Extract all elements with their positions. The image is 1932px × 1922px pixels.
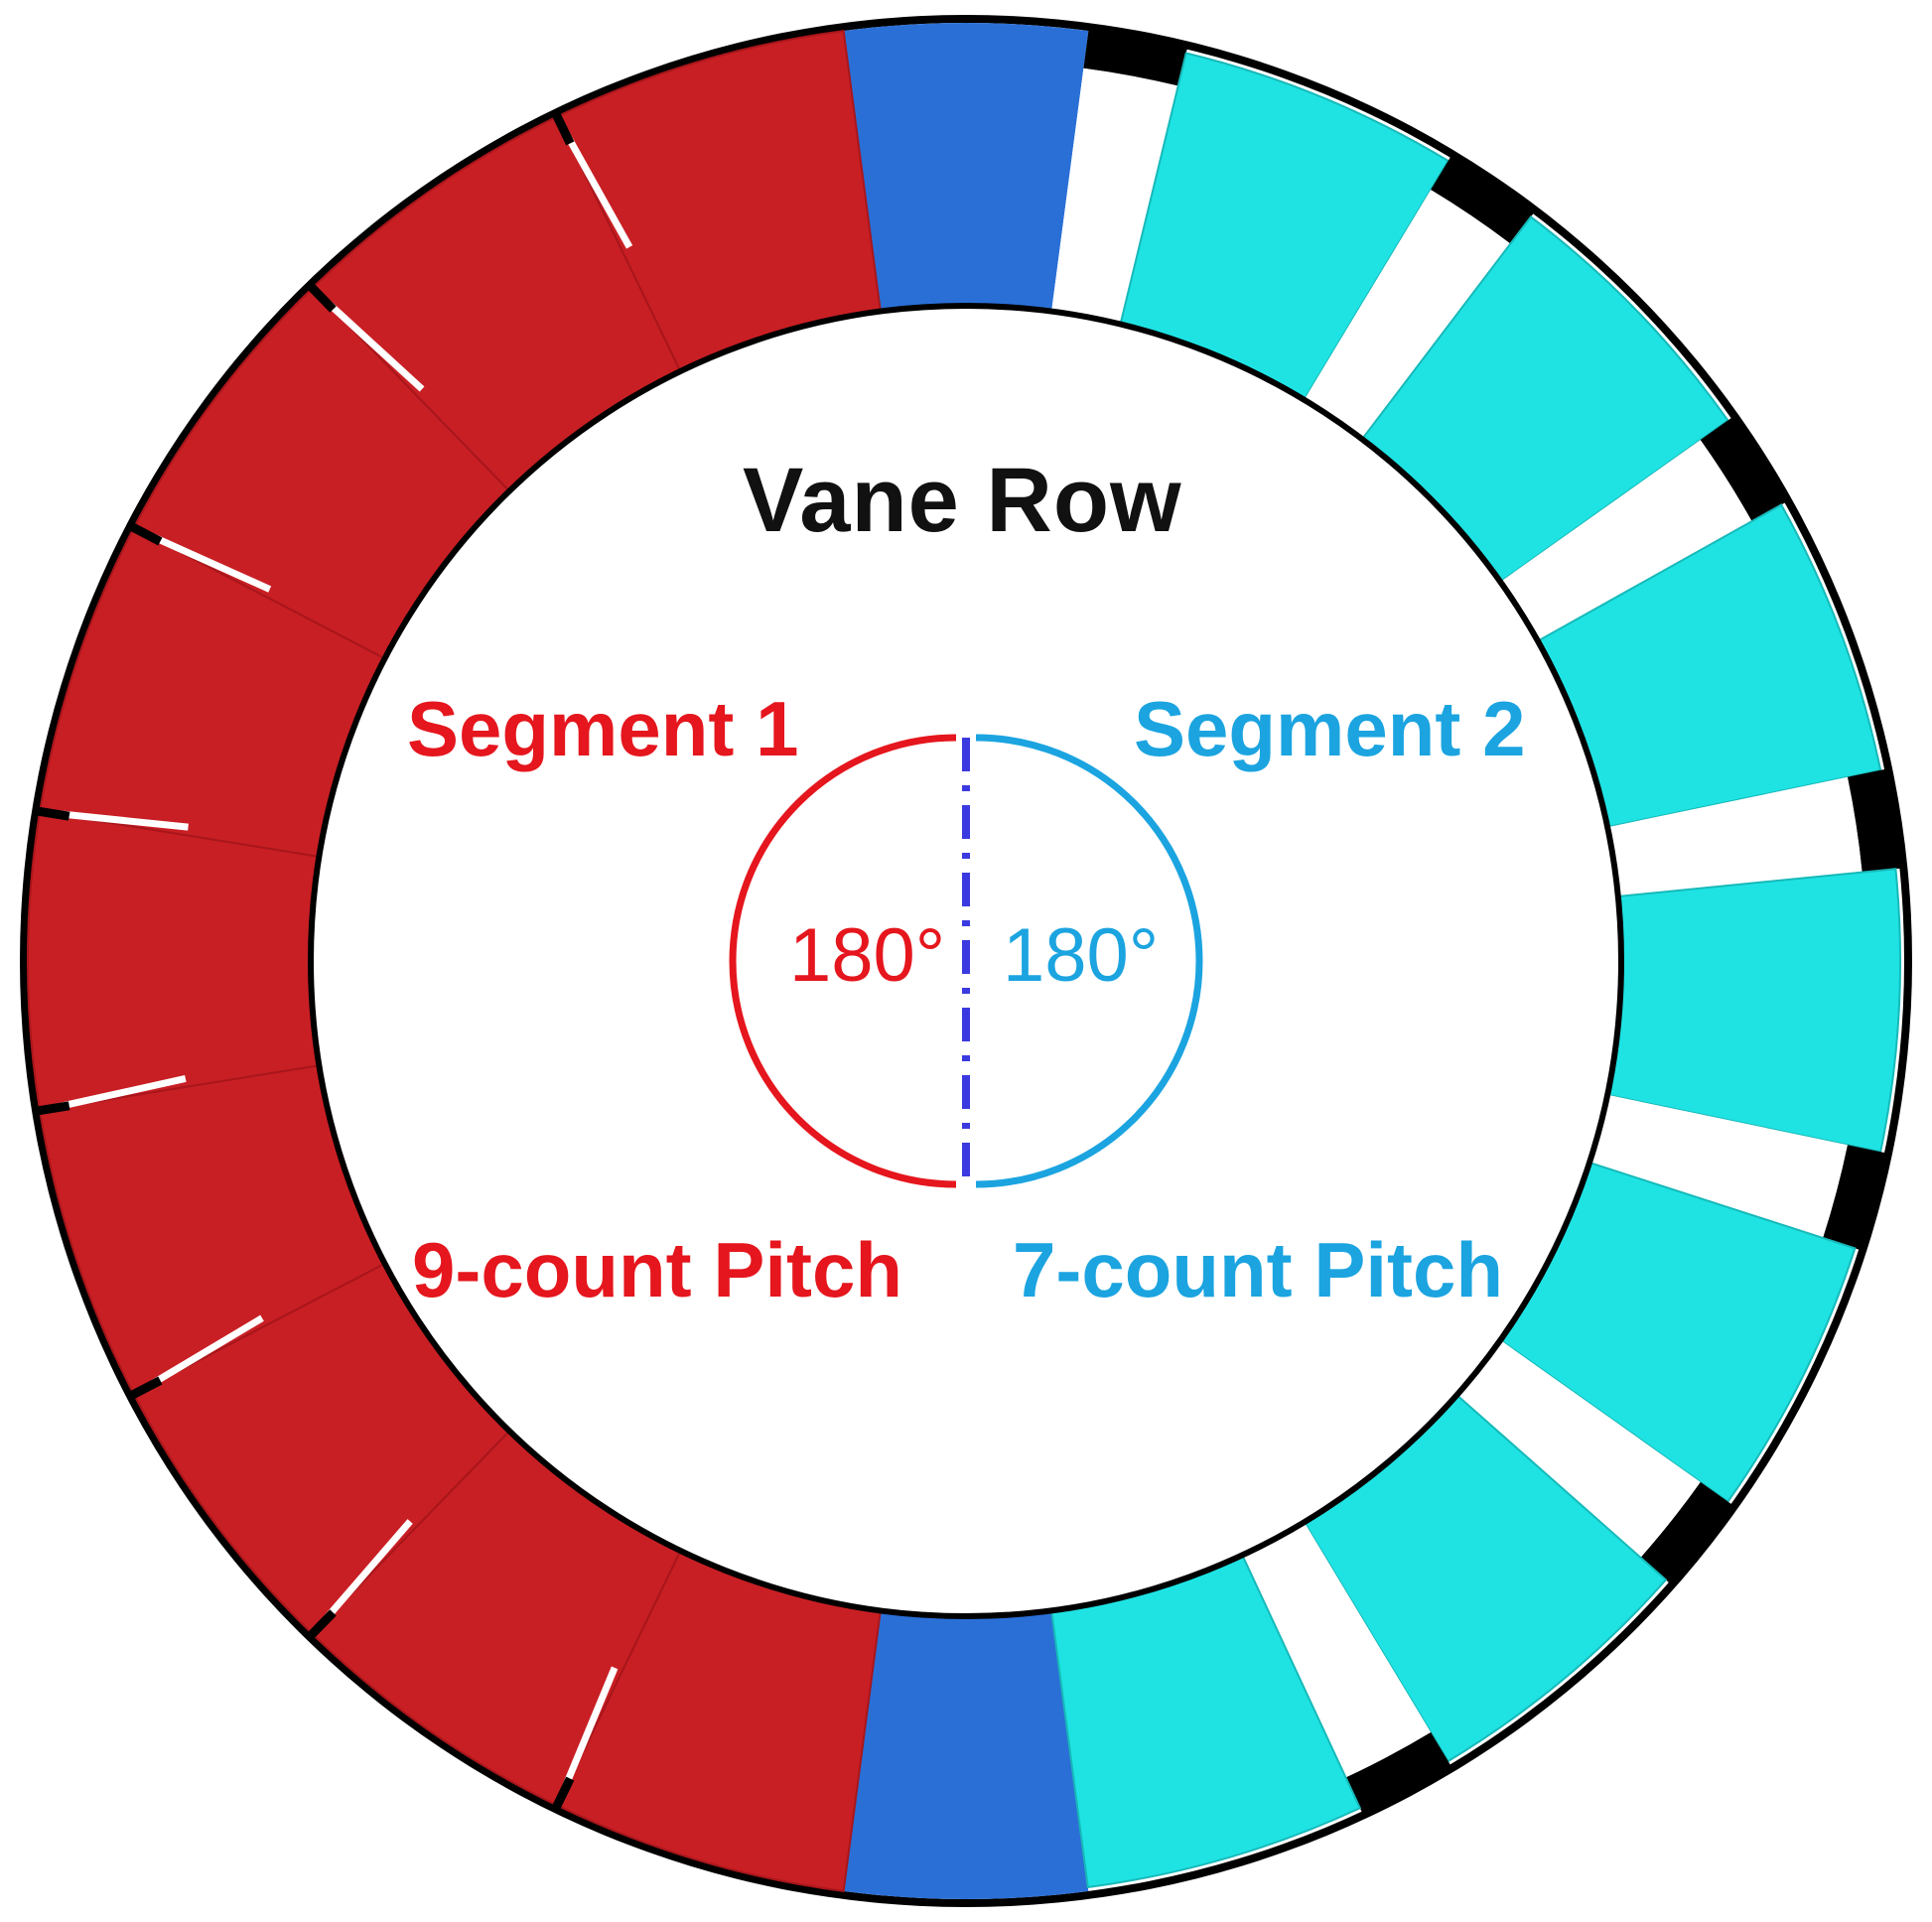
segment-2-gap-mark [1823,1145,1890,1252]
segment-1-slit [137,527,272,593]
segment-2-gap-mark [1700,414,1790,522]
segment-1-slit-mark [35,1101,70,1116]
segment-1-slit [556,1666,619,1802]
segment-1-vane [26,810,325,1112]
segment-2-gap [1589,1094,1848,1238]
segment-1-slit-mark [35,806,70,821]
segment-split-circle [729,734,1203,1188]
segment-1-slit [45,1075,187,1114]
segment-2-angle: 180° [1003,913,1160,998]
segment-2-gap [1456,1339,1701,1558]
segment-2-gap [1242,1522,1432,1778]
segment-2-gap-mark [1847,767,1906,873]
segment-1-slit [556,120,633,249]
segment-2-gap-mark [1345,1731,1453,1818]
segment-2-gap [1607,776,1863,896]
segment-2-arc [975,734,1203,1188]
segment-1-slit-mark [128,1376,163,1401]
segment-2-gap [1304,190,1511,440]
segment-1-slit [45,808,189,831]
transition-vane-bottom [843,1610,1089,1899]
segment-1-pitch: 9-count Pitch [412,1226,903,1313]
segment-2-gap [1051,68,1178,325]
segment-2-gap [1500,440,1752,641]
segment-1-slit [137,1314,264,1395]
segment-1-angle: 180° [789,913,946,998]
segment-2-gap-mark [1640,1481,1736,1586]
segment-2-gap-mark [1083,25,1189,86]
segment-1-label: Segment 1 [407,685,799,772]
transition-vane-top [843,23,1089,312]
segment-2-gap-mark [1431,152,1537,244]
segment-1-slit-mark [306,1609,337,1640]
segment-1-slit [314,289,425,392]
segment-2-label: Segment 2 [1134,685,1526,772]
segment-1-slit [314,1519,413,1632]
segment-1-slit-mark [128,521,163,546]
diagram-title: Vane Row [743,450,1182,551]
vane-ring [20,15,1912,1907]
segment-1-slit-mark [306,282,337,313]
segment-1-slit-mark [551,1776,575,1812]
segment-1-slit-mark [551,110,575,146]
segment-2-pitch: 7-count Pitch [1013,1226,1504,1313]
segment-1-arc [729,734,957,1188]
